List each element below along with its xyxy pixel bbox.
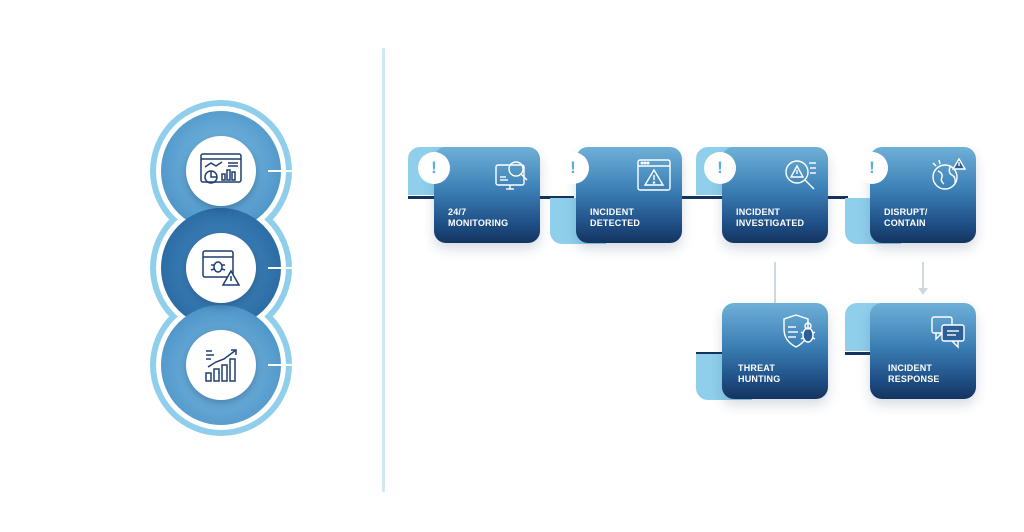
connector-line: [682, 196, 722, 199]
step-label-line2: HUNTING: [738, 374, 781, 384]
step-label-line1: 24/7: [448, 207, 467, 217]
magnifier-warning-icon: [785, 160, 816, 190]
vertical-connector: [922, 262, 924, 292]
step-label-line2: INVESTIGATED: [736, 218, 805, 228]
vertical-divider: [382, 48, 385, 492]
alert-badge: !: [418, 152, 450, 184]
step-label-line1: INCIDENT: [590, 207, 635, 217]
step-label-line1: INCIDENT: [736, 207, 781, 217]
growth-chart-icon: [186, 330, 256, 400]
alert-badge: !: [557, 152, 589, 184]
alert-badge: !: [856, 152, 888, 184]
bug-warning-icon: [186, 233, 256, 303]
monitor-search-icon: [495, 161, 528, 190]
globe-warning-icon: [932, 157, 966, 190]
browser-warning-icon: [637, 159, 671, 191]
step-label-line1: DISRUPT/: [884, 207, 928, 217]
connector-line: [826, 196, 848, 199]
chat-bubbles-icon: [931, 316, 965, 349]
connector-line: [538, 196, 574, 199]
step-label-line1: INCIDENT: [888, 363, 933, 373]
ring-chain: [150, 100, 295, 436]
connector-line: [408, 196, 440, 199]
alert-badge: !: [704, 152, 736, 184]
arrow-down-icon: [918, 288, 928, 295]
step-label-line2: MONITORING: [448, 218, 509, 228]
connector-line: [845, 352, 873, 355]
step-card-disrupt: DISRUPT/CONTAIN: [870, 147, 976, 243]
shield-bug-icon: [783, 314, 816, 348]
analytics-dashboard-icon: [186, 136, 256, 206]
step-label-line1: THREAT: [738, 363, 776, 373]
step-label-line2: RESPONSE: [888, 374, 940, 384]
step-label-line2: CONTAIN: [884, 218, 926, 228]
connector-line: [696, 352, 726, 355]
vertical-connector: [774, 262, 776, 306]
step-label-line2: DETECTED: [590, 218, 641, 228]
